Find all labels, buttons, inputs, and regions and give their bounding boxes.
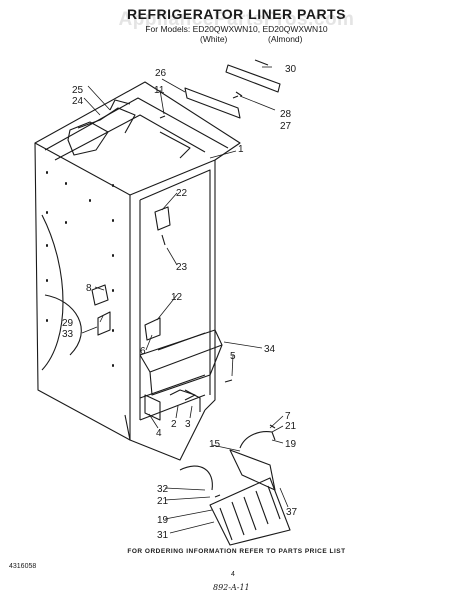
water-lines bbox=[179, 424, 276, 491]
callout-32: 32 bbox=[157, 484, 169, 495]
leader-lines bbox=[81, 66, 289, 534]
callout-5: 5 bbox=[230, 351, 236, 362]
callout-3: 3 bbox=[185, 419, 191, 430]
callout-21b: 21 bbox=[157, 496, 169, 507]
callout-29: 29 bbox=[62, 318, 74, 329]
callout-12: 12 bbox=[171, 292, 183, 303]
document-number: 4316058 bbox=[9, 563, 37, 570]
variant-almond: (Almond) bbox=[268, 34, 303, 44]
shelf-holes bbox=[46, 171, 114, 367]
top-brackets bbox=[184, 59, 281, 119]
callout-23: 23 bbox=[176, 262, 188, 273]
control-housing bbox=[67, 99, 136, 156]
shelf-supports bbox=[91, 206, 171, 341]
callout-22: 22 bbox=[176, 188, 188, 199]
models-line: For Models: ED20QWXWN10, ED20QWXWN10 bbox=[145, 24, 328, 34]
callout-28: 28 bbox=[280, 109, 292, 120]
callout-27: 27 bbox=[280, 121, 292, 132]
callout-37: 37 bbox=[286, 507, 298, 518]
page-number: 4 bbox=[231, 571, 235, 578]
liner-shell bbox=[34, 81, 241, 461]
callout-2: 2 bbox=[171, 419, 177, 430]
callout-34: 34 bbox=[264, 344, 276, 355]
callout-26: 26 bbox=[155, 68, 167, 79]
screws bbox=[159, 95, 239, 498]
crisper-cover bbox=[139, 329, 223, 396]
callout-19b: 19 bbox=[157, 515, 169, 526]
callout-7: 7 bbox=[285, 411, 291, 422]
callout-19a: 19 bbox=[285, 439, 297, 450]
callout-4: 4 bbox=[156, 428, 162, 439]
variant-white: (White) bbox=[200, 34, 228, 44]
dispenser-module bbox=[144, 389, 201, 421]
callout-6: 6 bbox=[140, 346, 146, 357]
callout-33: 33 bbox=[62, 329, 74, 340]
callout-24: 24 bbox=[72, 96, 84, 107]
callout-21a: 21 bbox=[285, 421, 297, 432]
callout-30: 30 bbox=[285, 64, 297, 75]
callout-8: 8 bbox=[86, 283, 92, 294]
callout-15: 15 bbox=[209, 439, 221, 450]
part-callouts: 1 2 3 4 5 6 7 8 11 12 15 19 19 21 21 22 … bbox=[62, 64, 298, 541]
callout-25: 25 bbox=[72, 85, 84, 96]
date-code: 892-A-11 bbox=[213, 583, 250, 592]
heater-coil bbox=[209, 477, 291, 546]
callout-1: 1 bbox=[238, 144, 244, 155]
ordering-note: FOR ORDERING INFORMATION REFER TO PARTS … bbox=[127, 548, 346, 555]
callout-31: 31 bbox=[157, 530, 169, 541]
diagram-title: REFRIGERATOR LINER PARTS bbox=[127, 6, 346, 22]
callout-11: 11 bbox=[154, 85, 165, 96]
